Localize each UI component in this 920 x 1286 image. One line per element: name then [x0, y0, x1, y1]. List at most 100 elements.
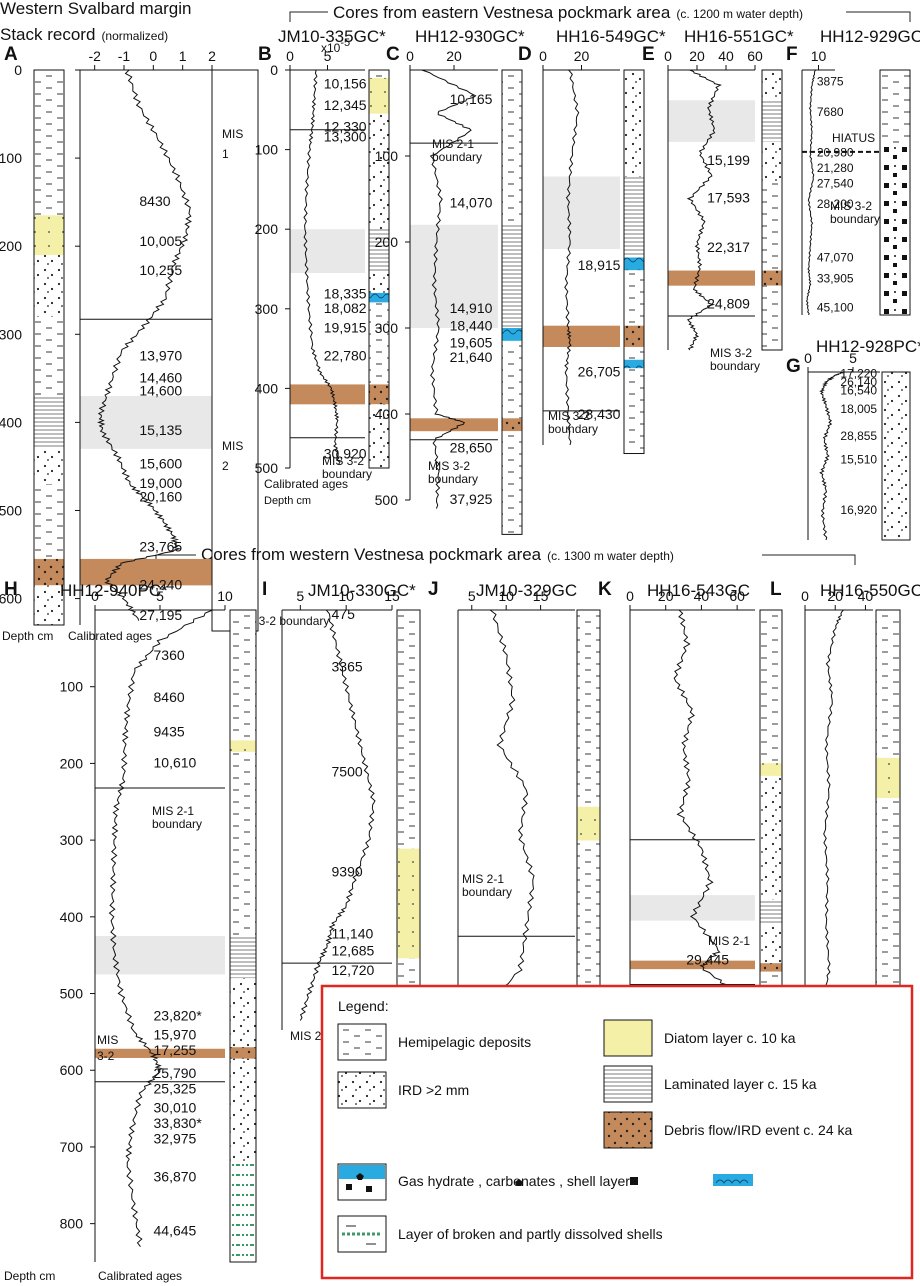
shell-layer-icon [713, 1174, 753, 1186]
lith-column-C [501, 69, 523, 535]
panel-letter-H: H [4, 579, 18, 600]
lith-layer-B-5 [369, 292, 389, 303]
series-line-K [673, 609, 738, 1011]
age-label-I-5: 12,685 [332, 943, 375, 959]
age-label-C-0: 10,165 [450, 91, 493, 107]
panel-title-K: HH16-543GC [647, 581, 750, 600]
y-tick-label-A-5: 500 [0, 502, 22, 518]
lith-layer-B-3 [369, 229, 389, 273]
panel-I: 5101547533657500939011,14012,68512,72014… [281, 581, 421, 1043]
note-C-0-l1: MIS 2-1 [432, 137, 474, 151]
lith-layer-E-2 [762, 141, 782, 184]
lith-layer-C-2 [502, 328, 522, 341]
x-tick-label-C-1: 20 [446, 48, 462, 64]
lith-layer-A-8 [34, 585, 64, 625]
age-label-D-0: 18,915 [578, 257, 621, 273]
lith-layer-H-4 [230, 978, 256, 1048]
note-E-0-l2: boundary [710, 359, 760, 373]
lith-layer-L-1 [876, 757, 900, 799]
panel-F: 103875768020,98021,28027,54028,20047,070… [801, 27, 920, 316]
x-tick-label-A-2: 0 [149, 48, 157, 64]
lith-layer-D-2 [624, 257, 644, 271]
east-group-title-text: Cores from eastern Vestnesa pockmark are… [333, 3, 803, 22]
y-tick-label-C-0: 100 [375, 148, 399, 164]
panel-letter-B: B [258, 44, 272, 65]
panel-letter-G: G [786, 356, 801, 377]
band-D-1 [543, 325, 620, 347]
legend-swatch-hemi [337, 1023, 387, 1061]
age-label-C-2: 14,910 [450, 300, 493, 316]
band-A-1 [80, 558, 212, 586]
x-multiplier-exp: -5 [340, 37, 350, 49]
age-label-B-4: 18,335 [324, 285, 367, 301]
lith-column-G [881, 371, 911, 541]
age-label-B-1: 12,345 [324, 97, 367, 113]
legend-label-gas: Gas hydrate , carbonates , shell layer [398, 1173, 630, 1189]
age-label-F-7: 33,905 [817, 271, 854, 285]
age-label-I-2: 7500 [332, 763, 363, 779]
panel-title-G: HH12-928PC* [816, 337, 920, 356]
band-B-1 [290, 384, 365, 405]
lith-layer-B-2 [369, 113, 389, 230]
x-tick-label-I-2: 15 [384, 588, 400, 604]
lith-layer-A-2 [34, 255, 64, 317]
lith-column-H [229, 609, 257, 1263]
note-A-0: MIS [222, 127, 243, 141]
series-line-I [299, 609, 376, 1021]
age-label-B-3: 13,300 [324, 129, 367, 145]
x-tick-label-J-1: 10 [498, 588, 514, 604]
lith-layer-E-4 [762, 270, 782, 286]
series-line-E [686, 69, 722, 351]
x-tick-label-B-1: 5 [324, 48, 332, 64]
west-title-main: Cores from western Vestnesa pockmark are… [201, 545, 542, 564]
age-label-A-6: 15,135 [139, 422, 182, 438]
x-tick-label-J-0: 5 [468, 588, 476, 604]
panel-title-B: JM10-335GC* [278, 27, 386, 46]
y-tick-label-H-3: 400 [60, 909, 84, 925]
age-label-I-1: 3365 [332, 658, 363, 674]
band-A-0 [80, 395, 212, 449]
note-A-1: 1 [222, 147, 229, 161]
note-D-0-l1: MIS 3-2 [548, 409, 590, 423]
x-tick-label-K-3: 60 [729, 588, 745, 604]
lith-layer-B-7 [369, 384, 389, 405]
west-group-title-text: Cores from western Vestnesa pockmark are… [201, 545, 674, 564]
age-label-C-4: 19,605 [450, 334, 493, 350]
age-label-G-0: 17,220 [840, 367, 877, 381]
age-label-E-1: 17,593 [707, 190, 750, 206]
age-label-H-8: 25,325 [154, 1080, 197, 1096]
lith-layer-D-4 [624, 325, 644, 347]
age-label-E-2: 22,317 [707, 239, 750, 255]
series-line-D [564, 69, 580, 446]
legend-label-debris: Debris flow/IRD event c. 24 ka [664, 1122, 853, 1138]
lith-layer-L-2 [876, 798, 900, 987]
lith-layer-D-5 [624, 346, 644, 360]
age-label-G-2: 16,540 [840, 383, 877, 397]
stack-record-label: Stack record [0, 25, 95, 44]
note-D-0-l2: boundary [548, 422, 598, 436]
band-K-0 [630, 895, 755, 921]
y-tick-label-C-1: 200 [375, 234, 399, 250]
age-label-F-1: 7680 [817, 105, 844, 119]
y-tick-label-A-0: 0 [14, 62, 22, 78]
legend-swatch-shell [337, 1215, 387, 1253]
age-label-H-13: 44,645 [154, 1222, 197, 1238]
x-tick-label-C-0: 0 [406, 48, 414, 64]
stack-record-title: Stack record(normalized) [0, 25, 168, 44]
note-J-0-l2: boundary [462, 885, 512, 899]
band-H-0 [95, 936, 225, 975]
y-tick-label-C-2: 300 [375, 320, 399, 336]
lith-layer-I-0 [397, 610, 420, 849]
lith-layer-C-5 [502, 431, 522, 535]
y-tick-label-B-3: 300 [255, 301, 279, 317]
lith-layer-C-0 [502, 70, 522, 225]
panel-letter-E: E [642, 44, 655, 65]
west-title-depth: (c. 1300 m water depth) [547, 549, 674, 563]
note-H-0-l2: boundary [152, 817, 202, 831]
x-tick-label-E-1: 20 [689, 48, 705, 64]
panel-title-F: HH12-929GC* [820, 27, 920, 46]
